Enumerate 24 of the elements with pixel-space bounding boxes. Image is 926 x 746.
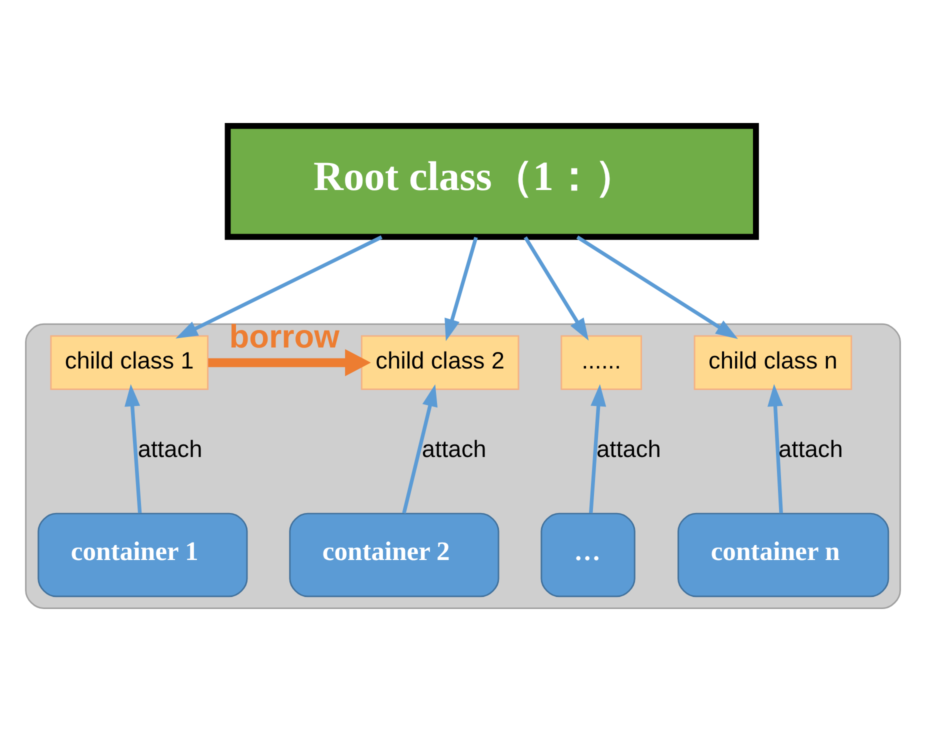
arrow <box>124 384 142 514</box>
arrow <box>444 236 478 342</box>
cluster <box>25 323 901 609</box>
edge-label: attach <box>138 437 202 464</box>
node-box: child class 1 <box>50 335 209 390</box>
edge-label: attach <box>422 437 486 464</box>
arrow <box>402 384 438 514</box>
edge-label: borrow <box>229 318 340 354</box>
node-box: ...... <box>560 335 642 390</box>
arrow <box>589 384 606 514</box>
node-box: … <box>540 512 636 598</box>
edge-label: attach <box>778 437 843 464</box>
arrow <box>768 384 784 514</box>
node-box: container 1 <box>38 512 248 598</box>
node-box: container 2 <box>289 512 500 598</box>
arrow <box>208 349 371 376</box>
node-box: child class 2 <box>360 335 520 390</box>
node-box: container n <box>678 512 890 598</box>
arrow <box>176 235 382 338</box>
arrow <box>524 236 589 341</box>
node-box: child class n <box>694 335 852 390</box>
arrow <box>576 236 738 339</box>
node-box: Root class（1：） <box>224 122 759 240</box>
edge-label: attach <box>596 437 661 464</box>
